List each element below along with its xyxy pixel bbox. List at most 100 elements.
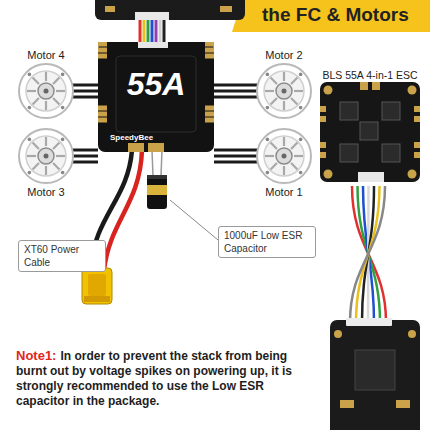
motor-symbol <box>53 78 59 84</box>
flight-controller-bottom <box>334 330 342 338</box>
esc-artwork <box>98 106 107 111</box>
motor-symbol <box>61 138 65 142</box>
flight-controller-top <box>220 6 232 12</box>
flight-controller-bottom <box>346 318 392 326</box>
motor-symbol <box>61 73 65 77</box>
motor-symbol <box>283 72 285 81</box>
flight-controller-top <box>95 0 245 20</box>
motor-symbol <box>291 163 297 169</box>
esc-artwork <box>98 54 107 59</box>
motor-symbol <box>266 138 270 142</box>
motor-wire-connector <box>214 90 259 93</box>
esc-artwork <box>98 112 107 117</box>
esc-board-artwork <box>320 152 326 158</box>
flight-controller-top <box>135 12 169 20</box>
esc-board-artwork <box>320 82 420 184</box>
motor-symbol <box>266 106 270 110</box>
esc-board-artwork <box>360 82 368 90</box>
motor-symbol <box>299 171 303 175</box>
motor-symbol <box>282 89 287 94</box>
esc-board: 55A SpeedyBee <box>98 42 214 152</box>
esc-artwork <box>98 118 107 123</box>
fc-esc-cable <box>163 20 166 44</box>
esc-fc-cable <box>350 186 385 322</box>
text-holder: 1000uF Low ESR Capacitor <box>224 229 310 255</box>
text-holder: XT60 Power Cable <box>24 243 100 269</box>
motor-symbol <box>265 90 274 92</box>
motor-symbol <box>257 129 311 183</box>
esc-board-artwork <box>382 144 400 162</box>
flight-controller-bottom <box>340 400 354 408</box>
callout-box: 1000uF Low ESR Capacitor <box>218 226 316 258</box>
motor-symbol <box>294 155 303 157</box>
fc-esc-cable <box>143 20 146 44</box>
motor-symbol <box>33 98 39 104</box>
motor-wire <box>214 96 259 99</box>
esc-board-artwork <box>372 82 380 90</box>
text-holder: Motor 2 <box>265 48 302 62</box>
motor-symbol <box>61 106 65 110</box>
motor-symbol <box>294 90 303 92</box>
esc-board-artwork <box>414 152 420 158</box>
motor-symbol <box>53 143 59 149</box>
esc-artwork <box>98 42 107 47</box>
motor-label: Motor 1 <box>265 185 302 199</box>
esc-artwork <box>205 106 214 111</box>
motor-symbol <box>28 171 32 175</box>
motor-symbol <box>271 163 277 169</box>
motor-wire <box>214 84 259 87</box>
esc-board-artwork <box>320 142 326 148</box>
callout-text: XT60 Power Cable <box>24 243 100 269</box>
motor-symbol <box>61 171 65 175</box>
text-holder: Motor 3 <box>27 185 64 199</box>
esc-board-artwork <box>414 106 420 112</box>
motor-symbol <box>283 101 285 110</box>
motor-wire-connector <box>214 155 259 158</box>
flight-controller-bottom <box>396 400 410 408</box>
fc-esc-cable <box>151 20 154 44</box>
capacitor-symbol <box>161 150 162 176</box>
board-marking: SpeedyBee <box>110 134 190 142</box>
esc-board-artwork <box>360 122 378 140</box>
note-block: Note1:In order to prevent the stack from… <box>16 348 308 409</box>
motor-wire <box>71 84 98 87</box>
flight-controller-bottom <box>330 318 420 430</box>
capacitor-symbol <box>147 175 167 179</box>
esc-board-artwork <box>358 172 384 182</box>
motor-symbol <box>257 64 311 118</box>
esc-board-view: BLS 55A 4-in-1 ESC <box>318 68 422 186</box>
flight-controller-bottom <box>408 330 416 338</box>
motor-symbol <box>265 155 274 157</box>
esc-board-artwork <box>408 170 417 179</box>
board-marking: 55A <box>98 68 214 100</box>
esc-board-artwork <box>320 116 326 122</box>
title-banner <box>232 0 430 32</box>
note-heading: Note1: <box>16 348 56 363</box>
fc-esc-cable <box>147 20 150 44</box>
motor-symbol <box>283 166 285 175</box>
motor-symbol <box>28 73 32 77</box>
esc-board-artwork <box>324 86 333 95</box>
motor-symbol <box>271 143 277 149</box>
esc-board-artwork <box>320 82 420 182</box>
motor-symbol <box>44 89 49 94</box>
motor-wire-connector <box>71 155 98 158</box>
esc-artwork <box>148 143 164 152</box>
motor-symbol <box>26 136 66 176</box>
esc-artwork <box>205 112 214 117</box>
motor-symbol <box>27 155 36 157</box>
motor-wire <box>71 149 98 152</box>
motor-symbol <box>33 78 39 84</box>
motor-symbol <box>19 129 73 183</box>
motor-symbol <box>45 101 47 110</box>
motor-symbol <box>45 137 47 146</box>
esc-artwork <box>128 143 144 152</box>
motor-symbol <box>299 138 303 142</box>
motor-label: Motor 3 <box>27 185 64 199</box>
text-holder: BLS 55A 4-in-1 ESC <box>322 68 417 82</box>
esc-artwork <box>205 48 214 53</box>
motor-symbol <box>45 72 47 81</box>
motor-symbol <box>282 154 287 159</box>
motor-node: Motor 2 <box>252 48 316 124</box>
